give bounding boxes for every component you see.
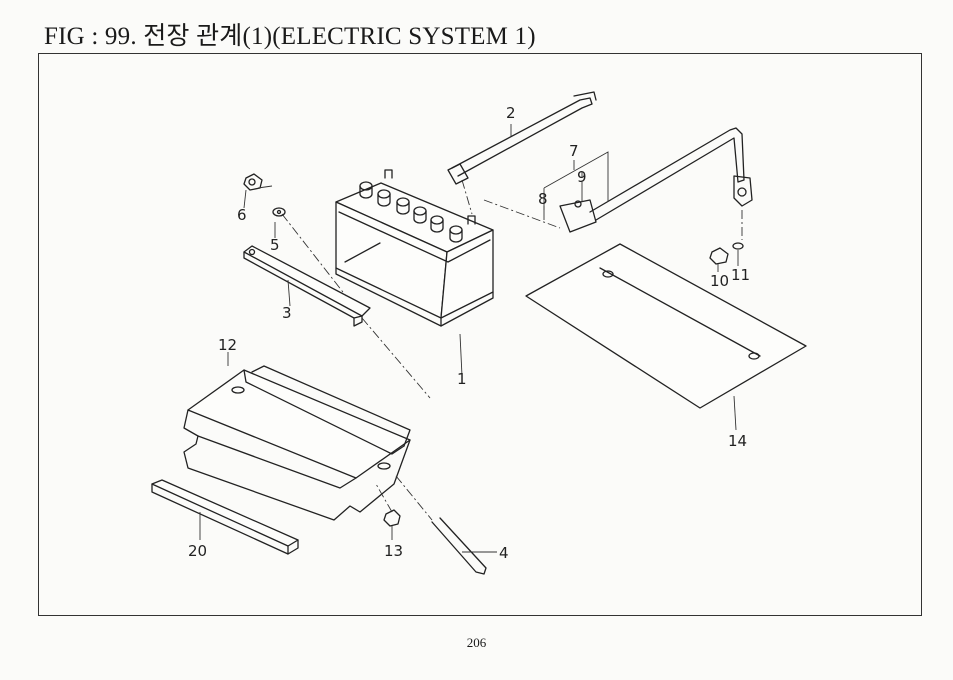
terminal-nut-and-washer [709, 210, 744, 265]
callout-8: 8 [538, 190, 548, 208]
battery-cable-positive [447, 91, 597, 215]
callout-leaders [199, 124, 739, 553]
callout-2: 2 [506, 104, 516, 122]
callout-3: 3 [282, 304, 292, 322]
rubber-strip [151, 479, 299, 555]
battery-hold-down-bar [243, 213, 431, 399]
callout-20: 20 [188, 542, 207, 560]
callout-12: 12 [218, 336, 237, 354]
diagram-frame [38, 53, 922, 616]
hold-down-rod [395, 475, 487, 575]
nut-and-washer [243, 173, 286, 217]
callout-10: 10 [710, 272, 729, 290]
callout-6: 6 [237, 206, 247, 224]
callout-9: 9 [577, 168, 587, 186]
battery-cable-negative [483, 127, 753, 233]
figure-title: FIG : 99. 전장 관계(1)(ELECTRIC SYSTEM 1) [44, 23, 536, 50]
tray-bolt [375, 483, 401, 527]
callout-14: 14 [728, 432, 747, 450]
callout-7: 7 [569, 142, 579, 160]
insulating-sheet [525, 243, 807, 409]
callout-4: 4 [499, 544, 509, 562]
callout-11: 11 [731, 266, 750, 284]
callout-5: 5 [270, 236, 280, 254]
callout-1: 1 [457, 370, 467, 388]
callout-13: 13 [384, 542, 403, 560]
page-number: 206 [466, 635, 487, 650]
battery [335, 169, 494, 327]
battery-tray [183, 365, 411, 521]
